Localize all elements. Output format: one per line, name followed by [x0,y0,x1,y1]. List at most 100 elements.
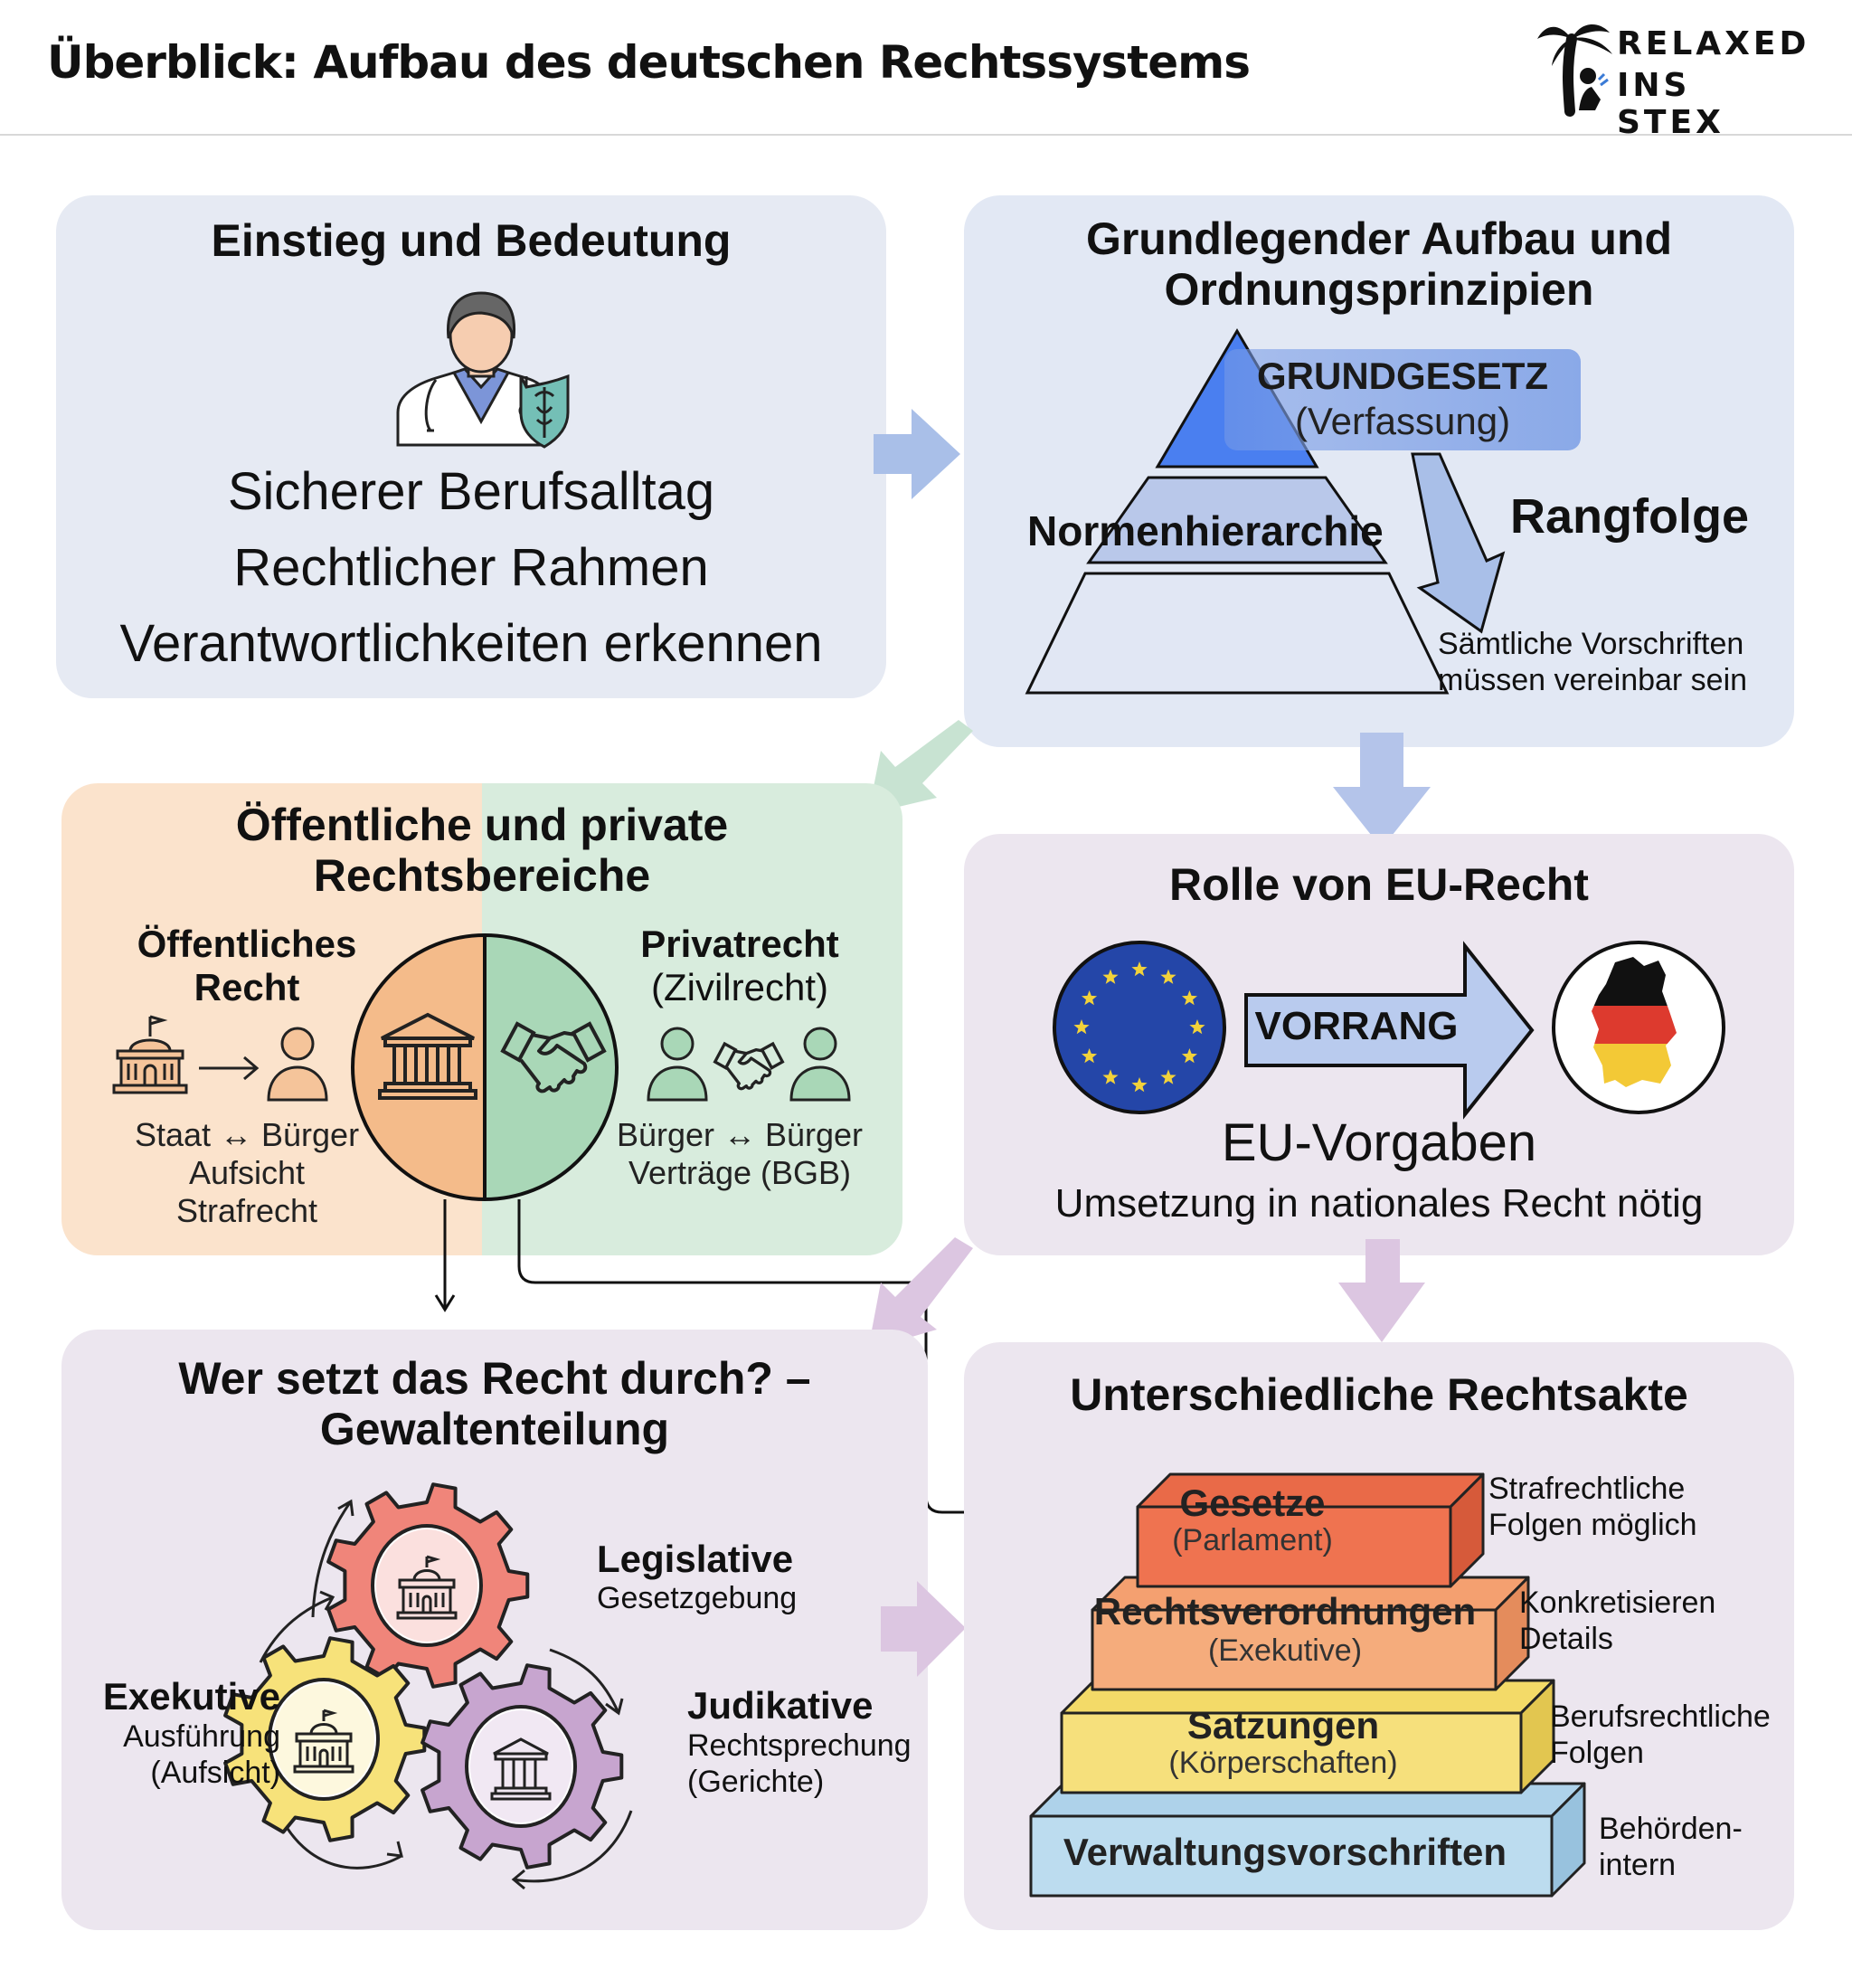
note: Sämtliche Vorschriften müssen vereinbar … [1438,626,1747,698]
eu-star-icon [1131,961,1148,977]
person-icon [789,1027,851,1102]
flow-arrow-down-left [868,720,973,814]
note-line: müssen vereinbar sein [1438,663,1748,697]
branch-judicial: Judikative Rechtsprechung (Gerichte) [687,1684,912,1800]
act-name: Satzungen [1186,1704,1380,1747]
arrow-right-icon [199,1056,260,1081]
doctor-with-shield-icon [396,291,570,449]
branch-legislative: Legislative Gesetzgebung [597,1538,797,1616]
act-note-line: Konkretisieren [1519,1586,1716,1620]
panel-intro-title: Einstieg und Bedeutung [211,215,732,266]
courthouse-icon [490,1737,552,1801]
note-line: Sämtliche Vorschriften [1438,627,1744,661]
block-gesetze [1136,1472,1485,1588]
eu-star-icon [1082,990,1098,1006]
government-building-icon [112,1015,188,1094]
vorrang-label: VORRANG [1254,1004,1459,1048]
branch-desc: (Gerichte) [687,1765,825,1799]
gears-diagram [223,1482,633,1890]
flow-arrow-down-left-lilac [868,1237,973,1349]
intro-line: Verantwortlichkeiten erkennen [119,614,823,673]
cycle-arrow-icon [259,1590,335,1663]
callout-subtitle: (Verfassung) [1294,400,1511,442]
branch-name: Exekutive [102,1675,280,1718]
handshake-icon [500,1021,607,1093]
branch-desc: (Aufsicht) [150,1756,280,1790]
germany-map-icon [1552,941,1725,1114]
branch-executive: Exekutive Ausführung (Aufsicht) [85,1675,280,1791]
handshake-icon [713,1041,785,1091]
act-note-line: Folgen möglich [1488,1508,1697,1542]
title-line: Ordnungsprinzipien [1164,264,1594,315]
pyramid-middle [1086,476,1388,564]
panel-powers: Wer setzt das Recht durch? – Gewaltentei… [61,1330,928,1930]
intro-line: Rechtlicher Rahmen [233,538,709,597]
title-line: Gewaltenteilung [319,1404,670,1454]
act-note-line: Berufsrechtliche [1550,1699,1771,1734]
pyramid-bottom [1025,572,1450,695]
person-icon [647,1027,708,1102]
act-note: Behörden- intern [1599,1811,1743,1883]
eu-star-icon [1181,990,1197,1006]
act-sub: (Körperschaften) [1168,1746,1398,1780]
cycle-arrow-icon [549,1648,624,1716]
panel-acts: Unterschiedliche Rechtsakte Gesetze (Par… [964,1342,1794,1930]
eu-star-icon [1131,1077,1148,1093]
public-law-line: Aufsicht [188,1154,306,1191]
title-line: Grundlegender Aufbau und [1085,213,1673,264]
parliament-icon [396,1555,458,1620]
government-building-icon [293,1709,354,1774]
branch-desc: Ausführung [123,1719,280,1754]
public-law-line: Strafrecht [175,1192,318,1229]
act-note-line: intern [1599,1848,1677,1882]
eu-star-icon [1082,1048,1098,1064]
private-law-lines: Bürger ↔ Bürger Verträge (BGB) [604,1116,875,1192]
split-circle [351,933,619,1201]
flow-arrow-down [1333,733,1431,848]
vorrang-arrow [1244,941,1535,1120]
public-law-line: Staat ↔ Bürger [134,1116,360,1153]
title-line: Öffentliches [137,923,357,965]
courthouse-icon [378,1012,477,1100]
block-rechtsverordnungen [1091,1576,1530,1691]
eu-star-icon [1160,969,1176,984]
title-line: (Zivilrecht) [651,966,828,1008]
private-law-title: Privatrecht (Zivilrecht) [604,923,875,1009]
act-note-line: Details [1519,1622,1613,1656]
act-sub: (Parlament) [1172,1523,1333,1557]
act-note-line: Behörden- [1599,1812,1743,1846]
act-note: Konkretisieren Details [1519,1585,1715,1657]
page-title: Überblick: Aufbau des deutschen Rechtssy… [47,36,1251,89]
eu-star-icon [1160,1069,1176,1084]
eu-star-icon [1102,969,1119,984]
eu-star-icon [1181,1048,1197,1064]
legal-acts-stack [1029,1472,1586,1898]
act-note: Strafrechtliche Folgen möglich [1488,1471,1697,1543]
panel-structure-title: Grundlegender Aufbau und Ordnungsprinzip… [964,213,1794,315]
flow-arrow-right [874,409,960,499]
gear-executive [223,1636,427,1842]
flow-arrow-right-lilac [881,1581,966,1677]
person-icon [267,1027,328,1102]
eu-heading: EU-Vorgaben [1221,1113,1537,1172]
eu-subline: Umsetzung in nationales Recht nötig [1054,1181,1704,1226]
grundgesetz-callout: GRUNDGESETZ (Verfassung) [1224,349,1581,450]
cycle-arrow-icon [277,1812,403,1870]
panel-eu: Rolle von EU-Recht VORRANG EU-Vorgaben U… [964,834,1794,1255]
branch-desc: Gesetzgebung [597,1581,798,1615]
title-line: Wer setzt das Recht durch? – [178,1353,811,1404]
flow-arrow-down-lilac [1338,1239,1425,1342]
act-name: Verwaltungsvorschriften [1063,1831,1507,1873]
eu-flag-icon [1053,941,1226,1114]
eu-star-icon [1073,1019,1090,1035]
act-note-line: Strafrechtliche [1488,1472,1686,1506]
eu-star-icon [1189,1019,1205,1035]
title-line: Privatrecht [640,923,839,965]
intro-lines: Sicherer Berufsalltag Rechtlicher Rahmen… [56,454,886,682]
public-law-lines: Staat ↔ Bürger Aufsicht Strafrecht [80,1116,414,1230]
private-law-line: Verträge (BGB) [628,1154,852,1191]
act-sub: (Exekutive) [1207,1633,1363,1668]
header: Überblick: Aufbau des deutschen Rechtssy… [0,0,1852,141]
pyramid-label: Normenhierarchie [1027,507,1384,554]
branch-desc: Rechtsprechung [687,1728,912,1763]
